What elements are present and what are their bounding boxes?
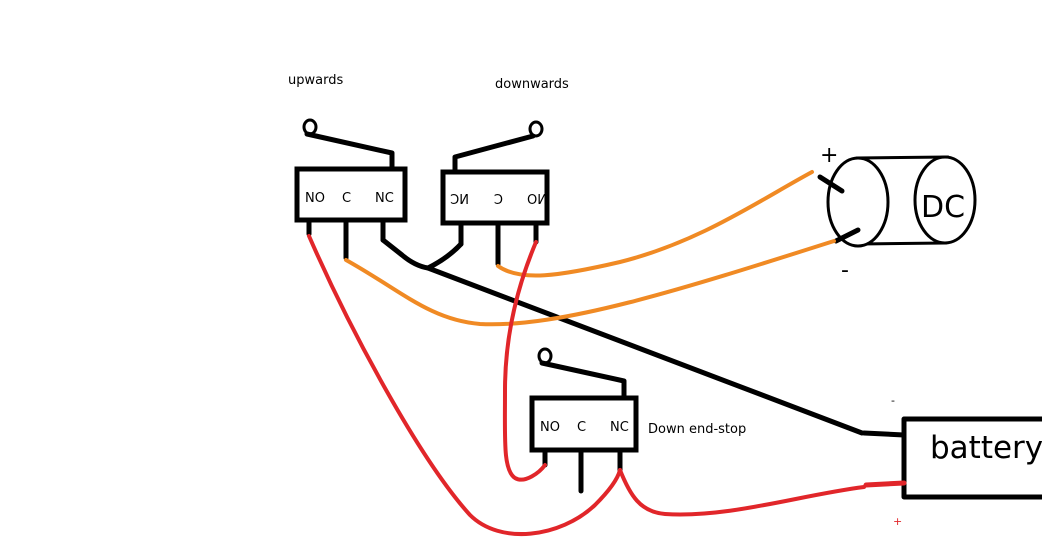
dc-motor-top-edge bbox=[855, 155, 950, 160]
downwards-no-label: NO bbox=[527, 193, 547, 208]
dc-motor-front bbox=[826, 156, 890, 248]
orange-wire-downwards-c-to-motor-plus bbox=[496, 170, 814, 278]
black-wire-nc-link bbox=[380, 237, 464, 271]
motor-minus-sign: - bbox=[841, 258, 849, 283]
end-stop-nc-label: NC bbox=[610, 420, 629, 435]
upwards-switch-body bbox=[294, 166, 408, 223]
upwards-switch: NO C NC bbox=[294, 118, 408, 261]
battery-plus-terminal bbox=[863, 480, 907, 488]
motor-plus-sign: + bbox=[820, 143, 838, 168]
upwards-label: upwards bbox=[288, 73, 343, 88]
downwards-nc-label: NC bbox=[450, 193, 469, 208]
battery-body bbox=[901, 416, 1042, 500]
red-wire-downwards-no-to-end-stop-no bbox=[502, 240, 547, 482]
black-wire-battery-minus bbox=[425, 265, 865, 436]
end-stop-switch-body bbox=[529, 395, 639, 453]
downwards-switch-body bbox=[440, 169, 550, 226]
upwards-c-label: C bbox=[342, 191, 351, 206]
end-stop-c-label: C bbox=[577, 420, 586, 435]
battery-minus-terminal bbox=[861, 430, 907, 438]
upwards-switch-lever bbox=[304, 131, 395, 170]
downwards-switch-lever bbox=[452, 133, 536, 173]
dc-motor-plus-terminal bbox=[817, 174, 845, 194]
downwards-switch-roller bbox=[528, 120, 544, 138]
downwards-switch: NO C NC bbox=[440, 120, 550, 267]
end-stop-switch-lever bbox=[539, 360, 627, 399]
downwards-label: downwards bbox=[495, 77, 569, 92]
red-wire-end-stop-nc-to-battery-plus bbox=[618, 468, 866, 517]
end-stop-no-label: NO bbox=[540, 420, 560, 435]
upwards-no-label: NO bbox=[305, 191, 325, 206]
battery-minus-sign: - bbox=[891, 394, 895, 407]
battery: battery bbox=[861, 416, 1042, 500]
dc-motor: DC bbox=[817, 155, 977, 248]
battery-label: battery bbox=[930, 430, 1042, 466]
downwards-c-label: C bbox=[494, 193, 503, 208]
orange-wire-upwards-c-to-motor-minus bbox=[344, 239, 836, 327]
end-stop-label: Down end-stop bbox=[648, 422, 746, 437]
dc-motor-minus-terminal bbox=[833, 227, 861, 244]
dc-motor-label: DC bbox=[921, 190, 965, 225]
battery-plus-sign: + bbox=[893, 515, 902, 528]
red-wire-upwards-no-to-end-stop-nc bbox=[307, 234, 622, 536]
upwards-nc-label: NC bbox=[375, 191, 394, 206]
dc-motor-bottom-edge bbox=[858, 241, 948, 246]
end-stop-switch: NO C NC bbox=[529, 347, 639, 494]
